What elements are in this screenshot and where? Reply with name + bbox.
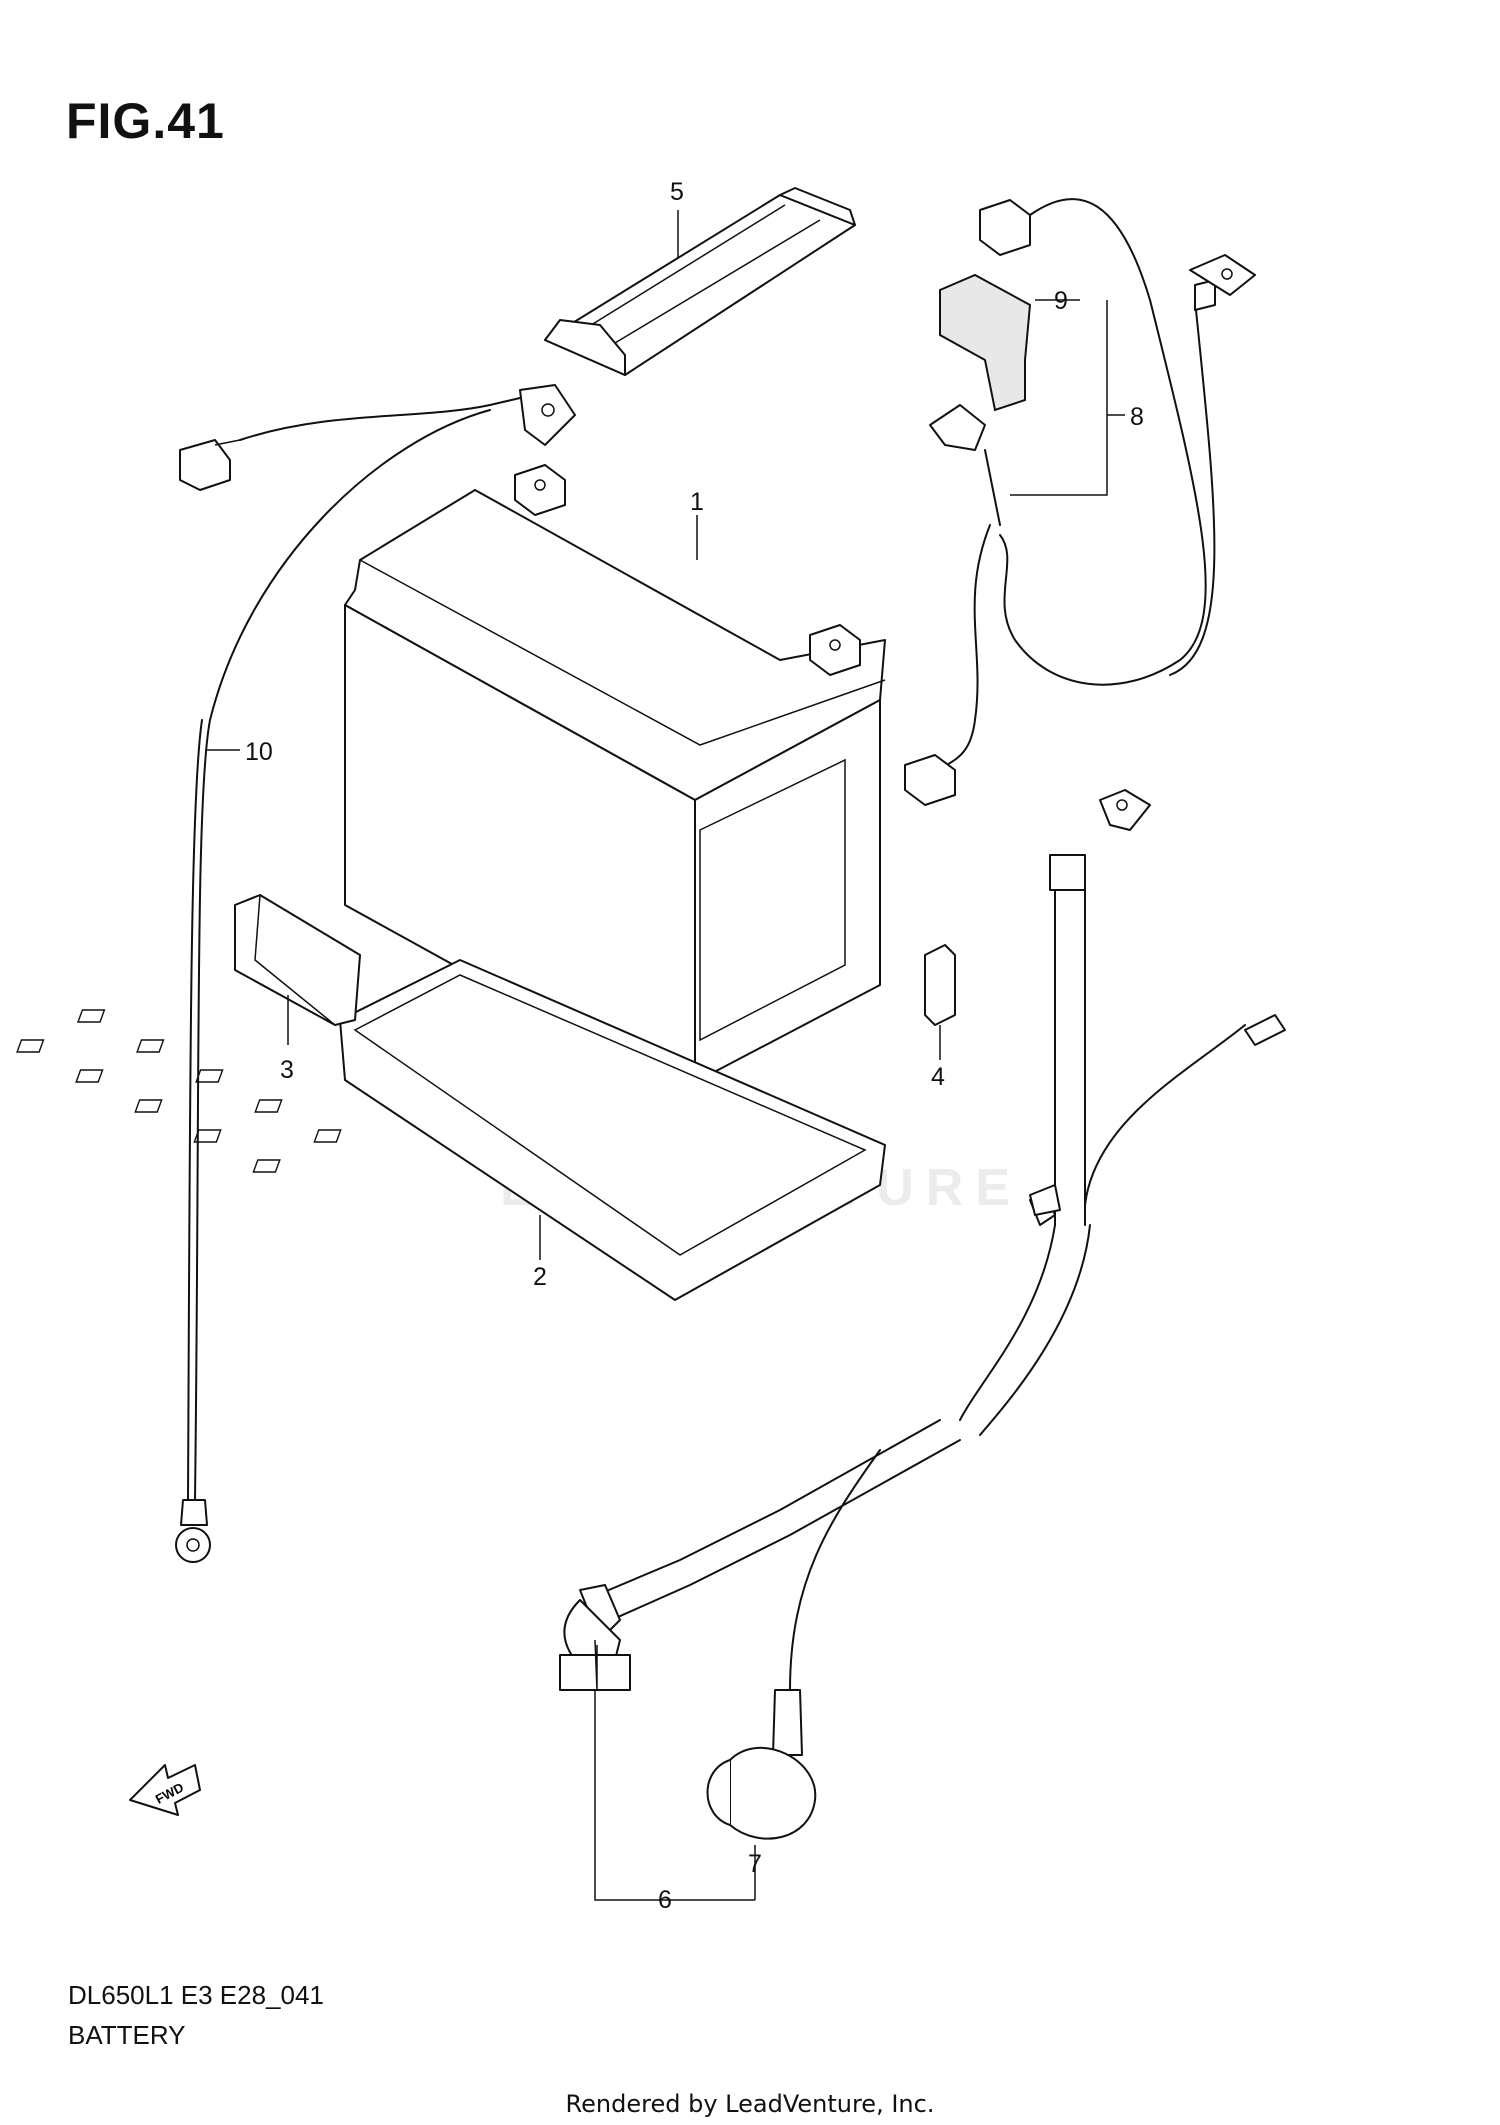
callout-labels: 1 2 3 4 5 6 7 8 9 10 (245, 178, 1144, 1914)
callout-10: 10 (245, 738, 273, 766)
callout-1: 1 (690, 488, 704, 516)
part-cable-right-upper[interactable] (904, 198, 1256, 806)
part-pad[interactable] (234, 894, 361, 1026)
part-cable-left[interactable] (175, 384, 576, 1563)
leader-lines (205, 210, 1125, 1901)
model-code: DL650L1 E3 E28_041 (68, 1980, 324, 2010)
part-lower-harness[interactable] (559, 789, 1286, 1840)
callout-4: 4 (931, 1063, 945, 1091)
part-terminal-cover[interactable] (939, 273, 1032, 412)
figure-title: FIG.41 (66, 93, 225, 149)
section-name: BATTERY (68, 2020, 186, 2050)
fwd-arrow: FWD (129, 1764, 201, 1816)
callout-7: 7 (748, 1850, 762, 1878)
callout-6: 6 (658, 1886, 672, 1914)
part-strap[interactable] (544, 187, 856, 376)
callout-9: 9 (1054, 287, 1068, 315)
callout-2: 2 (533, 1263, 547, 1291)
render-credit: Rendered by LeadVenture, Inc. (565, 2090, 935, 2118)
part-tray[interactable] (16, 959, 886, 1301)
callout-3: 3 (280, 1056, 294, 1084)
callout-8: 8 (1130, 403, 1144, 431)
callout-5: 5 (670, 178, 684, 206)
part-clip[interactable] (924, 944, 956, 1026)
